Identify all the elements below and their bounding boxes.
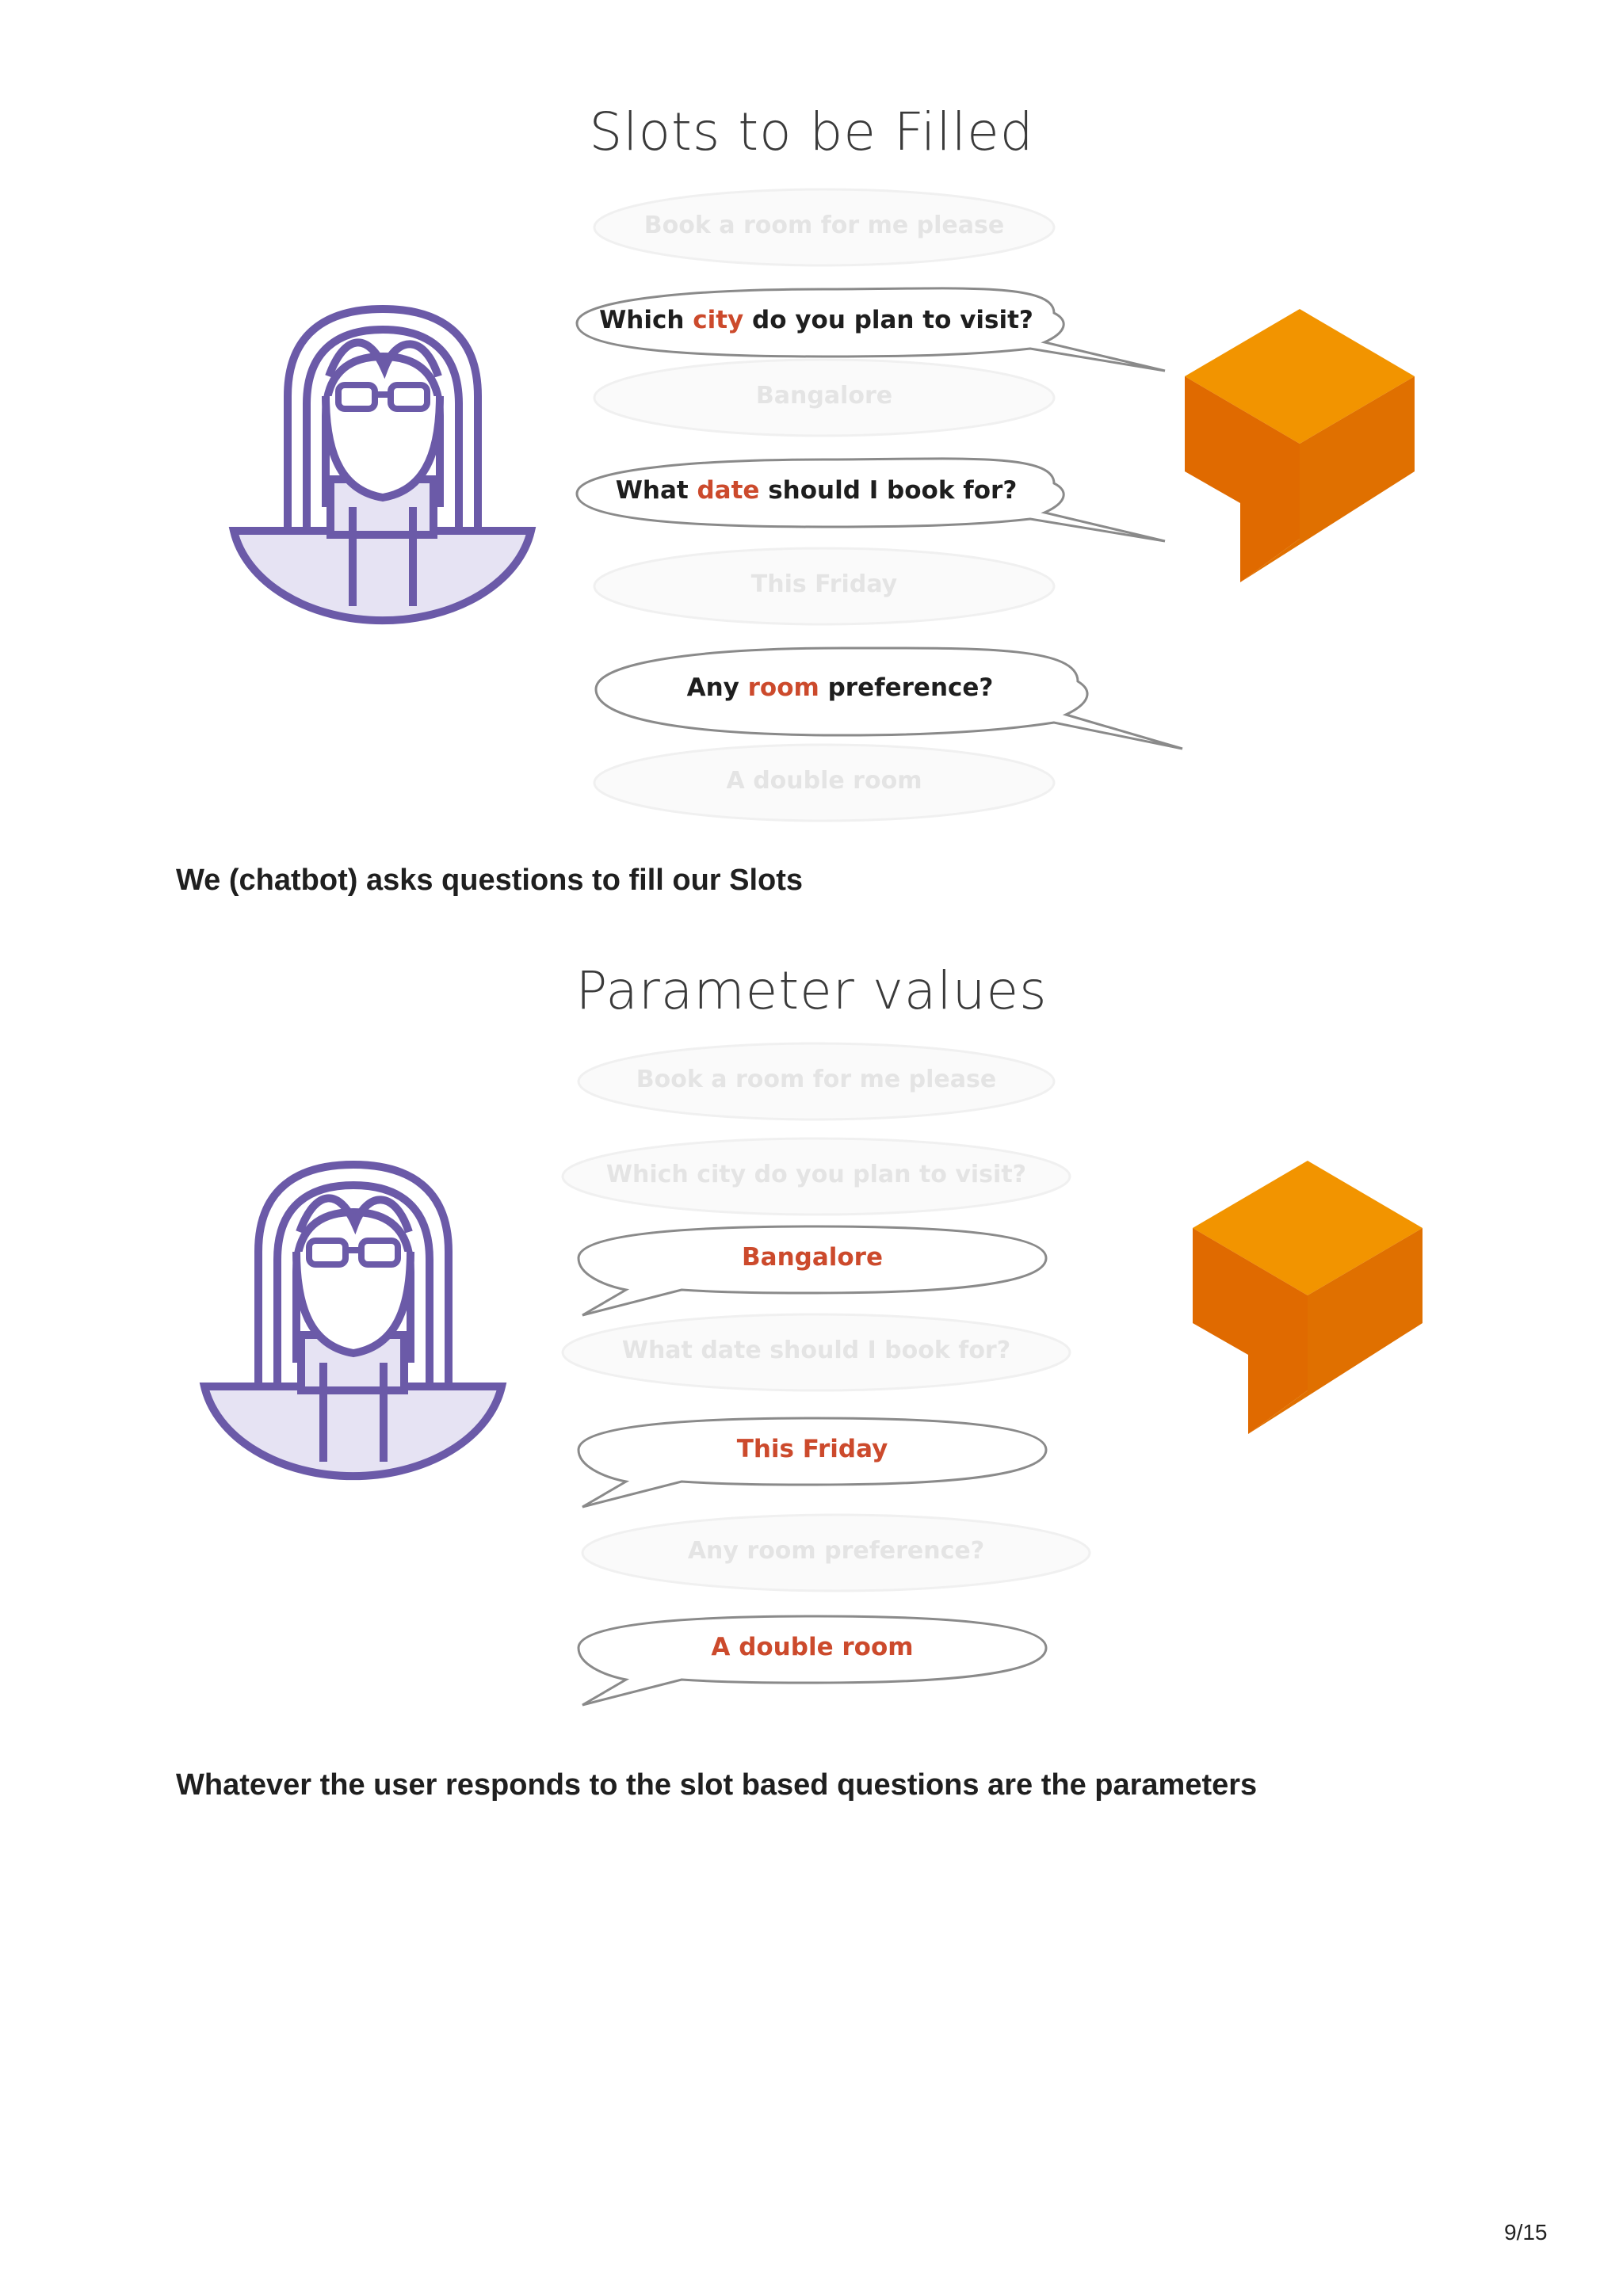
answer-bubble-2 (577, 1417, 1048, 1508)
ghost-answer: Bangalore (755, 382, 893, 410)
ghost-question: Book a room for me please (636, 1066, 997, 1093)
question-bubble-2 (575, 457, 1166, 543)
question-3: Any room preference? (686, 673, 994, 702)
page-number: 9/15 (1504, 2220, 1548, 2245)
ghost-question: Any room preference? (687, 1537, 985, 1565)
ghost-answer: Book a room for me please (643, 212, 1005, 239)
chatbot-logo (1185, 309, 1415, 582)
ghost-answer: A double room (726, 767, 922, 795)
figure-slots-to-be-filled: Slots to be Filled Book a room for me pl… (0, 0, 1623, 856)
slot-room: room (747, 673, 819, 702)
caption-slots: We (chatbot) asks questions to fill our … (176, 864, 804, 897)
figure2-art (199, 1042, 1423, 1707)
chatbot-logo (1193, 1161, 1423, 1434)
answer-bubble-3 (577, 1615, 1048, 1707)
ghost-answer: This Friday (750, 570, 898, 598)
answer-city: Bangalore (742, 1243, 883, 1272)
ghost-bubbles (561, 1042, 1091, 1592)
answer-room: A double room (711, 1633, 914, 1661)
slot-date: date (697, 476, 760, 505)
figure1-art (228, 188, 1415, 822)
ghost-bubbles (593, 188, 1056, 822)
question-bubble-3 (594, 646, 1183, 750)
slot-city: city (693, 306, 744, 334)
user-avatar (228, 304, 537, 625)
question-1: Which city do you plan to visit? (599, 306, 1033, 334)
caption-parameters: Whatever the user responds to the slot b… (176, 1768, 1258, 1802)
ghost-question: What date should I book for? (621, 1337, 1011, 1364)
figure-parameter-values: Parameter values Book a room for me plea… (0, 935, 1623, 1727)
answer-bubble-1 (577, 1225, 1048, 1317)
ghost-question: Which city do you plan to visit? (605, 1161, 1027, 1188)
user-avatar (199, 1160, 507, 1481)
question-bubble-1 (575, 287, 1166, 372)
question-2: What date should I book for? (615, 476, 1018, 505)
figure1-title: Slots to be Filled (589, 101, 1034, 162)
figure2-title: Parameter values (575, 960, 1048, 1021)
answer-date: This Friday (736, 1435, 888, 1463)
